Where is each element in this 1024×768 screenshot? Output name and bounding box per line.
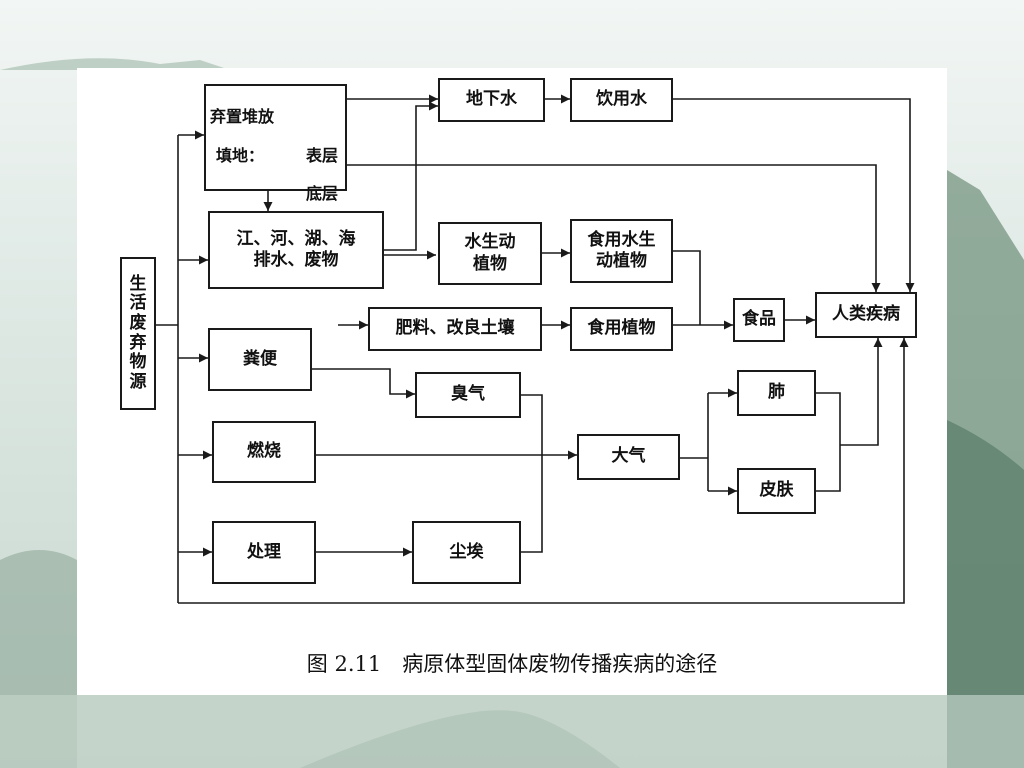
- node-atmosphere: 大气: [577, 434, 680, 480]
- node-dump-landfill: 弃置堆放 填地：表层 底层 深层: [204, 84, 347, 241]
- dump-line-2b: 表层: [306, 145, 339, 165]
- node-drinking-water: 饮用水: [570, 78, 673, 122]
- node-rivers-waste: 江、河、湖、海 排水、废物: [208, 211, 384, 289]
- figure-caption: 图 2.11 病原体型固体废物传播疾病的途径: [306, 652, 718, 676]
- dump-line-3: 底层: [306, 183, 339, 203]
- node-aquatic-organisms: 水生动 植物: [438, 222, 542, 285]
- node-processing: 处理: [212, 521, 316, 584]
- node-burning: 燃烧: [212, 421, 316, 483]
- dump-line-2a: 填地：: [216, 145, 265, 165]
- node-edible-plants: 食用植物: [570, 307, 673, 351]
- node-dust: 尘埃: [412, 521, 521, 584]
- node-skin: 皮肤: [737, 468, 816, 514]
- node-odor: 臭气: [415, 372, 521, 418]
- dump-line-1: 弃置堆放: [210, 107, 275, 127]
- node-fertilizer-soil: 肥料、改良土壤: [368, 307, 542, 351]
- node-edible-aquatic: 食用水生 动植物: [570, 219, 673, 283]
- node-lung: 肺: [737, 370, 816, 416]
- node-waste-source: 生 活 废 弃 物 源: [120, 257, 156, 410]
- node-food: 食品: [733, 298, 785, 342]
- node-feces: 粪便: [208, 328, 312, 391]
- node-human-disease: 人类疾病: [815, 292, 917, 338]
- node-groundwater: 地下水: [438, 78, 545, 122]
